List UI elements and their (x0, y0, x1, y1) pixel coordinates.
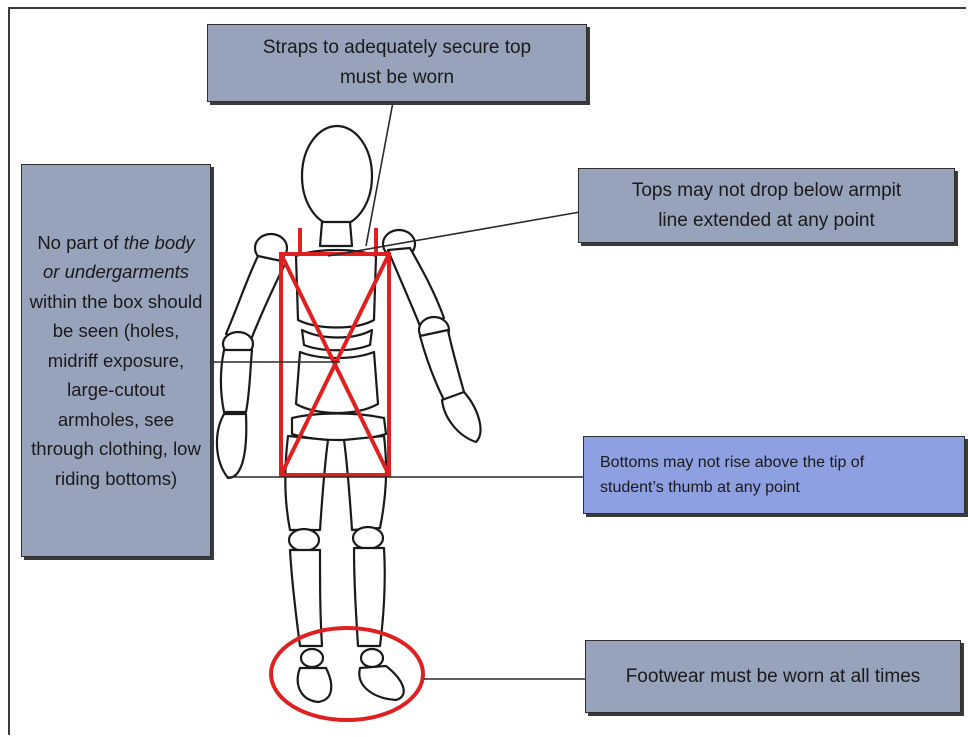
mannequin-chest (296, 250, 376, 328)
leader-lines (211, 102, 585, 679)
right-hand (442, 392, 480, 442)
mannequin-neck (320, 222, 352, 246)
left-forearm (221, 350, 252, 412)
left-hand (217, 414, 246, 478)
body-coverage-callout-text: No part of the body or undergarments wit… (28, 228, 204, 494)
mannequin-ribs (302, 330, 372, 350)
body-coverage-text-pre: No part of (37, 232, 123, 253)
right-thigh (344, 436, 386, 530)
right-knee (353, 527, 383, 549)
bottoms-callout: Bottoms may not rise above the tip of st… (583, 436, 965, 514)
body-coverage-text-post: within the box should be seen (holes, mi… (30, 291, 203, 489)
bottoms-callout-text: Bottoms may not rise above the tip of st… (600, 450, 864, 500)
footwear-callout-text: Footwear must be worn at all times (626, 662, 921, 692)
tops-callout-text: Tops may not drop below armpit line exte… (632, 176, 901, 236)
right-forearm (420, 330, 464, 400)
left-upper-arm (226, 256, 286, 342)
mannequin-head (302, 126, 372, 226)
body-coverage-callout: No part of the body or undergarments wit… (21, 164, 211, 557)
left-foot (298, 668, 332, 702)
right-ankle (361, 649, 383, 667)
footwear-callout: Footwear must be worn at all times (585, 640, 961, 713)
left-knee (289, 529, 319, 551)
straps-callout-text: Straps to adequately secure top must be … (263, 33, 531, 93)
straps-callout: Straps to adequately secure top must be … (207, 24, 587, 102)
mannequin-figure (217, 126, 481, 702)
footwear-highlight (271, 628, 423, 720)
left-ankle (301, 649, 323, 667)
right-foot (359, 666, 403, 700)
right-upper-arm (388, 248, 444, 326)
tops-callout: Tops may not drop below armpit line exte… (578, 168, 955, 243)
